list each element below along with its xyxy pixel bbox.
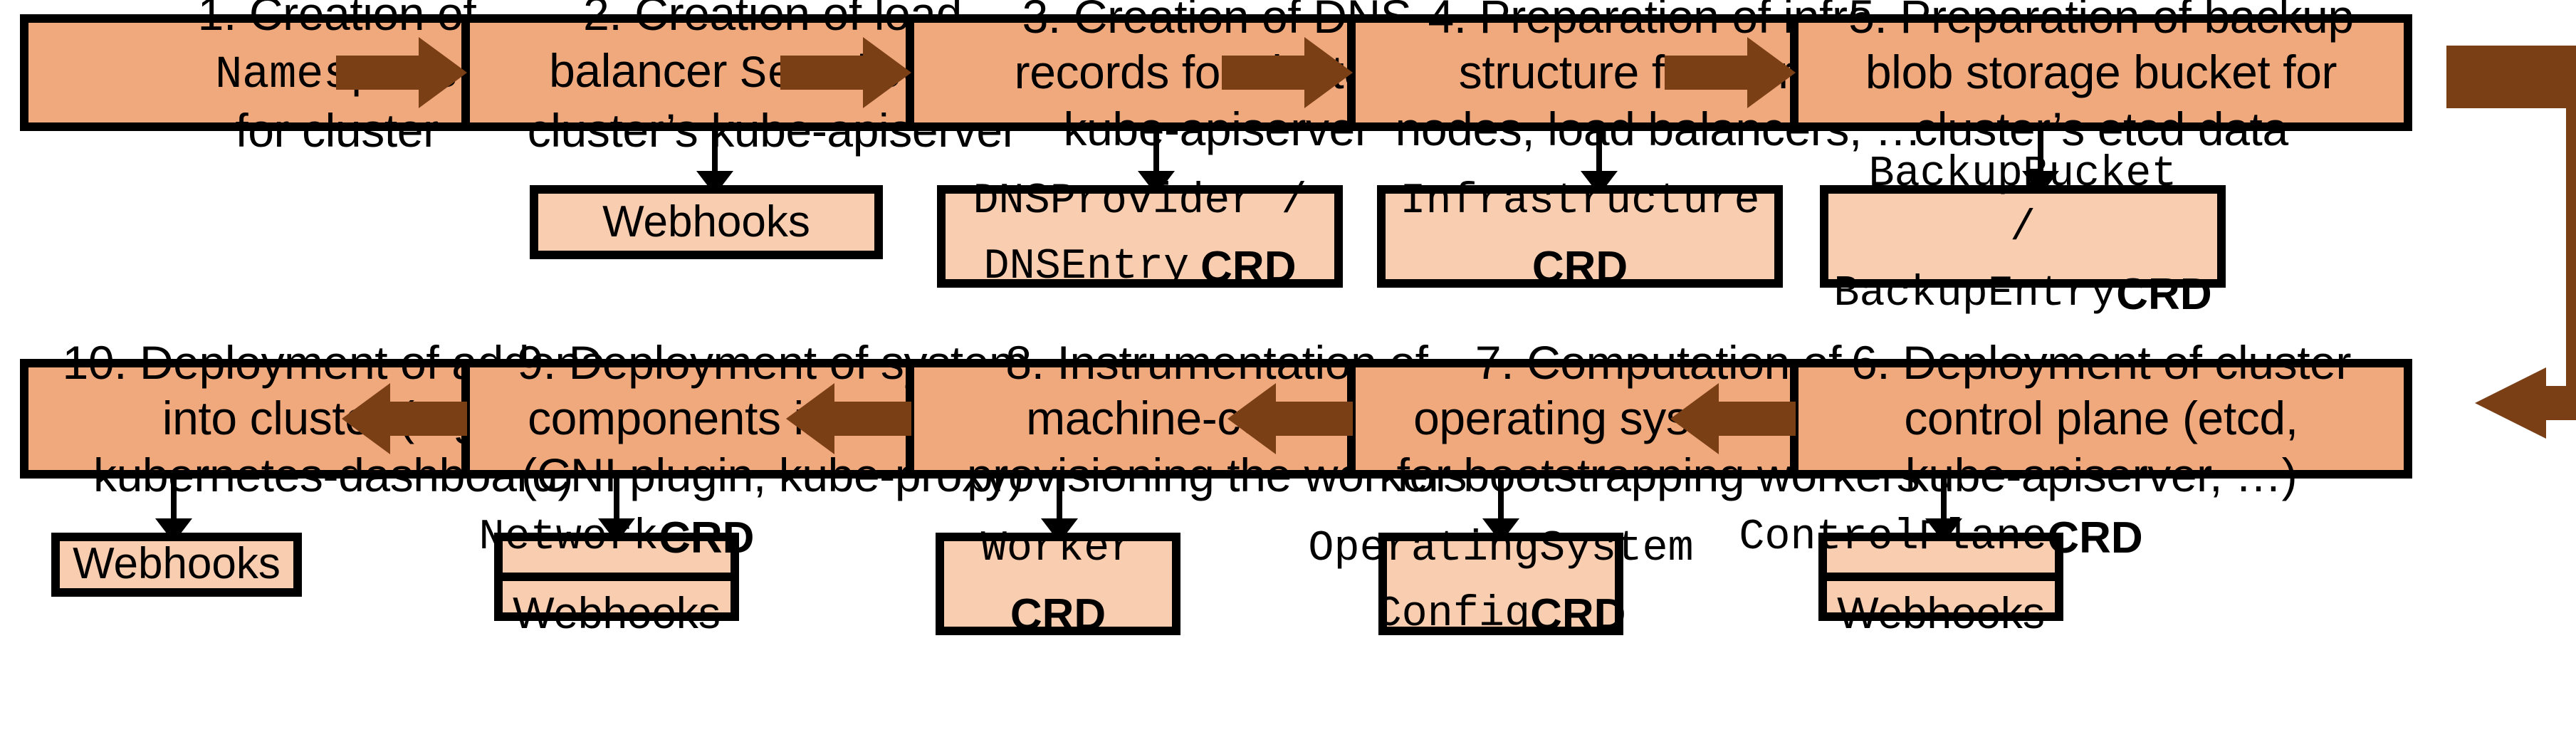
step-6-line-2: control plane (etcd,	[1904, 392, 2298, 445]
step-7-sub-line-2b: CRD	[1530, 590, 1626, 640]
step-5-sub-line-2a: BackupEntry	[1833, 270, 2117, 319]
step-7-sub-row-2: Config CRD	[1376, 583, 1626, 650]
step-3-sub-row-1: DNSProvider /	[957, 171, 1323, 236]
arrow-4-to-5	[1665, 37, 1796, 108]
step-4-sub-line-1: Infrastructure	[1400, 177, 1760, 226]
link-step-9	[614, 479, 619, 527]
step-4-subbox[interactable]: Infrastructure CRD	[1377, 178, 1783, 293]
step-3-sub-line-2b: CRD	[1200, 242, 1297, 293]
step-5-sub-line-2b: CRD	[2116, 269, 2212, 320]
elbow-horizontal-segment	[2446, 46, 2576, 108]
step-6-sub-crd-name: ControlPlane	[1739, 513, 2048, 563]
step-2-subbox[interactable]: Webhooks	[530, 185, 883, 259]
step-2-line-1: 2. Creation of load	[583, 0, 962, 41]
step-6-box[interactable]: 6. Deployment of cluster control plane (…	[1790, 335, 2412, 501]
step-4-sub-row-2: CRD	[1397, 236, 1763, 303]
step-7-sub-row-1: OperatingSystem	[1308, 518, 1693, 583]
step-9-sub-crd-name: Network	[478, 513, 659, 563]
step-10-subbox[interactable]: Webhooks	[51, 533, 302, 597]
step-7-line-1: 7. Computation of	[1475, 335, 1842, 389]
step-7-subbox[interactable]: OperatingSystem Config CRD	[1308, 526, 1693, 640]
link-step-6	[1941, 479, 1947, 527]
step-9-sub-crd-suffix: CRD	[659, 513, 755, 563]
step-9-subbox[interactable]: Network CRD Webhooks	[479, 513, 755, 639]
step-3-sub-row-2: DNSEntry CRD	[957, 236, 1323, 303]
arrow-1-to-2	[336, 37, 467, 108]
step-2-sub-row-1: Webhooks	[550, 189, 863, 256]
step-5-box[interactable]: 5. Preparation of backup blob storage bu…	[1790, 0, 2412, 155]
step-8-sub-row-1: Worker	[955, 518, 1161, 583]
link-step-4	[1596, 131, 1602, 179]
step-1-line-1: 1. Creation of	[197, 0, 476, 41]
step-7-sub-line-2a: Config	[1376, 591, 1531, 639]
step-1-line-3: for cluster	[235, 104, 439, 157]
step-3-subbox[interactable]: DNSProvider / DNSEntry CRD	[937, 178, 1343, 293]
step-6-sub-webhooks-label: Webhooks	[1837, 588, 2045, 638]
step-9-sub-webhooks-label: Webhooks	[513, 588, 721, 638]
step-3-sub-line-2a: DNSEntry	[983, 244, 1190, 292]
step-4-sub-row-1: Infrastructure	[1397, 171, 1763, 236]
arrow-3-to-4	[1222, 37, 1353, 108]
link-step-10	[171, 479, 177, 527]
step-6-sub-row-webhooks: Webhooks	[1827, 581, 2055, 648]
step-6-line-1: 6. Deployment of cluster	[1850, 335, 2352, 389]
step-5-sub-row-2: BackupEntry CRD	[1833, 262, 2211, 329]
step-6-sub-crd-suffix: CRD	[2047, 513, 2143, 563]
link-step-8	[1057, 479, 1062, 527]
step-5-subbox[interactable]: BackupBucket / BackupEntry CRD	[1820, 151, 2226, 319]
step-7-sub-line-1: OperatingSystem	[1308, 525, 1694, 574]
step-8-subbox[interactable]: Worker CRD	[936, 526, 1180, 640]
step-6-line-3: kube-apiserver, …)	[1905, 448, 2298, 501]
arrow-2-to-3	[780, 37, 911, 108]
step-6-sub-row-crd: ControlPlane CRD	[1739, 506, 2143, 581]
step-5-line-3: cluster’s etcd data	[1914, 102, 2288, 155]
step-5-sub-row-1: BackupBucket /	[1840, 144, 2206, 262]
arrow-7-to-8	[1227, 383, 1353, 454]
step-9-sub-row-webhooks: Webhooks	[503, 581, 731, 648]
step-10-sub-label: Webhooks	[73, 538, 281, 589]
link-step-7	[1498, 479, 1504, 527]
link-step-2	[712, 131, 718, 179]
arrow-9-to-10	[342, 383, 467, 454]
step-5-line-2: blob storage bucket for	[1865, 46, 2337, 99]
step-6-label: 6. Deployment of cluster control plane (…	[1813, 334, 2389, 503]
step-6-subbox[interactable]: ControlPlane CRD Webhooks	[1739, 513, 2142, 639]
arrow-8-to-9	[786, 383, 911, 454]
step-2-line-2a: balancer	[549, 43, 740, 97]
step-8-sub-row-2: CRD	[955, 583, 1161, 650]
link-step-3	[1153, 131, 1159, 179]
step-4-sub-line-2: CRD	[1532, 242, 1628, 293]
arrow-5-to-6	[2475, 367, 2576, 439]
step-5-sub-line-1: BackupBucket /	[1868, 151, 2177, 254]
elbow-vertical-segment	[2566, 46, 2576, 402]
step-3-line-1: 3. Creation of DNS	[1022, 0, 1412, 43]
step-3-line-3: kube-apiserver	[1063, 102, 1371, 155]
step-5-label: 5. Preparation of backup blob storage bu…	[1813, 0, 2389, 157]
step-8-sub-line-2: CRD	[1010, 590, 1106, 640]
step-9-sub-row-crd: Network CRD	[479, 506, 754, 581]
arrow-6-to-7	[1670, 383, 1796, 454]
step-10-sub-row-1: Webhooks	[71, 531, 282, 598]
step-3-sub-line-1: DNSProvider /	[973, 177, 1307, 226]
step-2-sub-label: Webhooks	[602, 196, 810, 246]
step-5-line-1: 5. Preparation of backup	[1848, 0, 2354, 43]
link-step-5	[2038, 131, 2043, 179]
step-8-sub-line-1: Worker	[980, 525, 1136, 574]
